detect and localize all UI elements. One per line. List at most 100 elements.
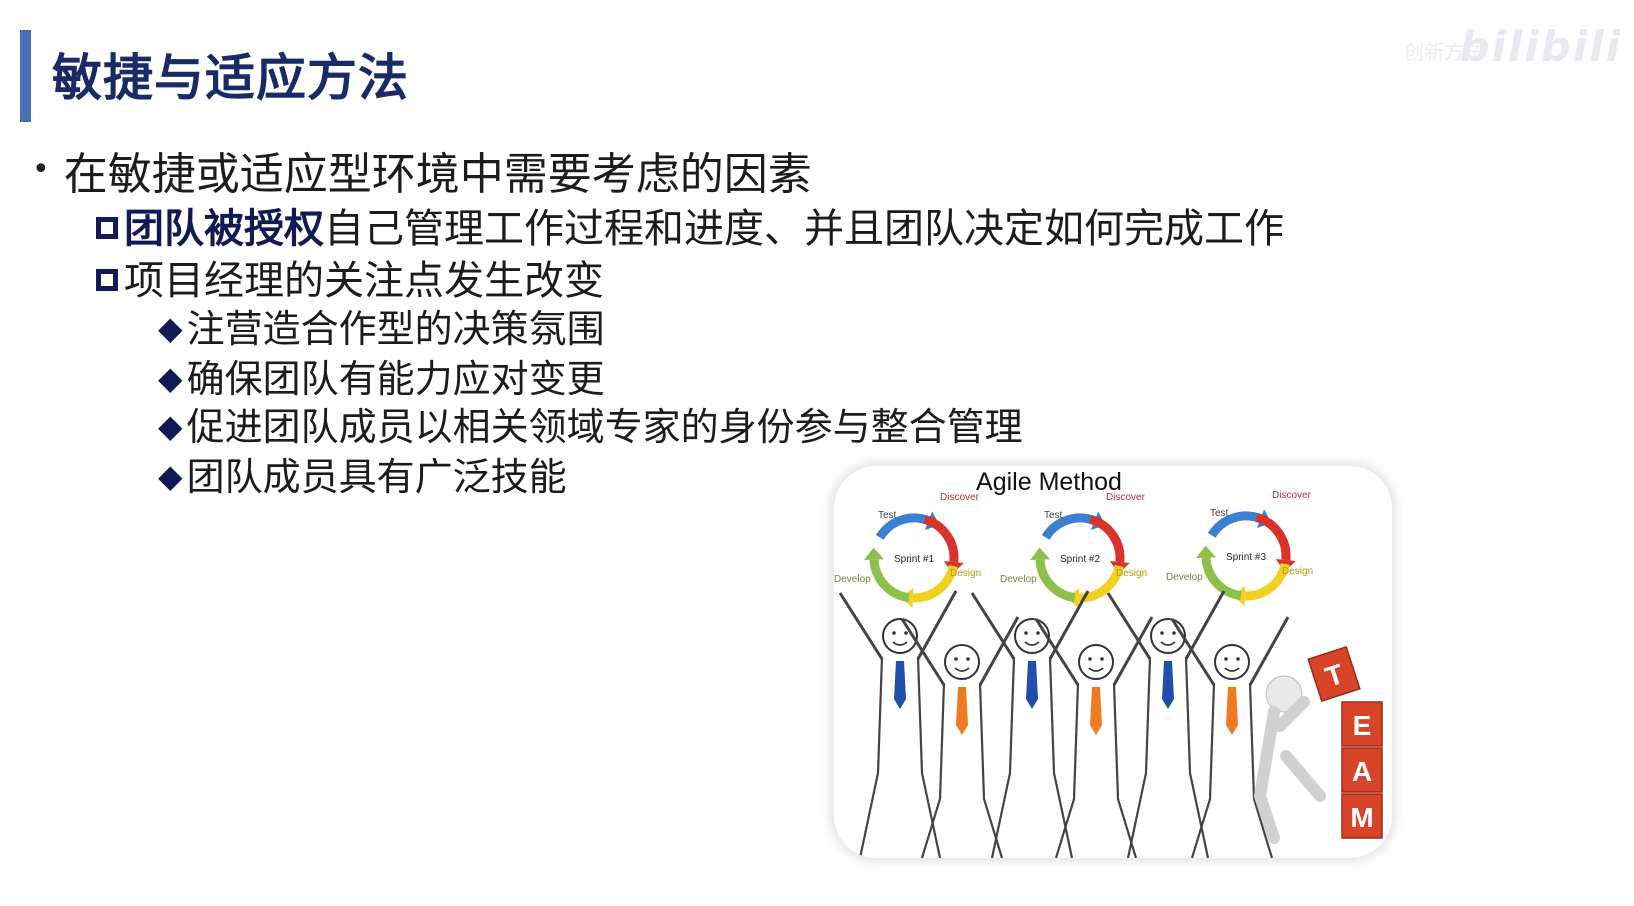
test-arrow [1207,511,1263,538]
person-body [1054,682,1138,858]
person-smile [892,641,908,646]
person-arms [838,590,958,660]
team-block: T [1307,645,1361,703]
person-arms [1106,590,1226,660]
bilibili-watermark: bilibili [1459,22,1622,71]
title-accent-bar [20,30,31,122]
test-label: Test [878,510,897,521]
design-label: Design [950,568,981,579]
person-head [944,644,980,680]
diamond-bullet-icon: ◆ [158,309,183,347]
develop-arrow-head [864,547,885,561]
discover-arrow [1255,513,1291,561]
person-figure [1106,590,1226,858]
discover-arrow [923,515,959,563]
develop-arrow-head [1196,545,1217,559]
square-bullet-icon [96,269,118,291]
test-arrow [1041,513,1097,540]
design-arrow [1078,564,1124,603]
design-label: Design [1282,566,1313,577]
person-tie [956,687,968,735]
person-figure [970,590,1090,858]
discover-label: Discover [940,492,980,503]
person-eye [1088,657,1092,661]
test-label: Test [1210,508,1229,519]
sub-list-item-text: 促进团队成员以相关领域专家的身份参与整合管理 [186,405,1023,449]
sub-list-item: ◆团队成员具有广泛技能 [158,446,567,501]
person-tie [894,661,906,709]
main-bullet-text: 在敏捷或适应型环境中需要考虑的因素 [63,149,812,200]
develop-label: Develop [834,574,871,585]
person-body [1190,682,1274,858]
team-block: E [1341,701,1383,747]
person-eye [966,657,970,661]
white-figure-body [1253,696,1326,844]
main-bullet: • 在敏捷或适应型环境中需要考虑的因素 [32,138,812,202]
sub-list-item-text: 注营造合作型的决策氛围 [186,307,605,351]
person-eye [1236,657,1240,661]
person-head [1150,618,1186,654]
person-eye [1024,631,1028,635]
person-tie [1090,687,1102,735]
person-tie [1226,687,1238,735]
discover-label: Discover [1272,490,1312,501]
list-item-bold: 团队被授权 [124,206,324,252]
test-arrow [875,513,931,540]
figure-title: Agile Method [976,468,1122,496]
develop-arrow [1035,559,1076,603]
person-figure [1170,616,1290,858]
team-block-letter: M [1350,802,1373,833]
design-arrow [912,564,958,603]
person-smile [1160,641,1176,646]
watermark-caption: 创新方法 [1404,40,1484,64]
develop-arrow [1201,557,1242,601]
person-smile [954,667,970,672]
team-block: M [1341,793,1383,839]
person-arms [900,616,1020,686]
team-block-face [1341,747,1383,793]
person-smile [1024,641,1040,646]
square-bullet-icon [96,217,118,239]
person-arms [970,590,1090,660]
list-item: 团队被授权自己管理工作过程和进度、并且团队决定如何完成工作 [96,196,1284,254]
person-figure [1034,616,1154,858]
person-head [1014,618,1050,654]
design-label: Design [1116,568,1147,579]
sprint-label: Sprint #3 [1226,552,1266,563]
sub-list-item: ◆注营造合作型的决策氛围 [158,298,605,353]
diamond-bullet-icon: ◆ [158,407,183,445]
develop-arrow-head [1030,547,1051,561]
develop-arrow [869,559,910,603]
team-block-face [1341,701,1383,747]
person-arms [1170,616,1290,686]
sub-list-item: ◆促进团队成员以相关领域专家的身份参与整合管理 [158,396,1023,451]
team-block-face [1341,793,1383,839]
bullet-dot-icon: • [32,152,50,187]
design-arrow [1244,562,1290,601]
person-tie [1026,661,1038,709]
white-figure-head [1265,675,1303,713]
person-body [858,656,942,858]
person-body [1126,656,1210,858]
person-head [1078,644,1114,680]
develop-label: Develop [1000,574,1037,585]
sub-list-item-text: 团队成员具有广泛技能 [186,455,567,499]
discover-arrow [1089,515,1125,563]
person-eye [954,657,958,661]
person-eye [892,631,896,635]
diamond-bullet-icon: ◆ [158,457,183,495]
team-block: A [1341,747,1383,793]
discover-label: Discover [1106,492,1146,503]
person-eye [1160,631,1164,635]
person-eye [1224,657,1228,661]
person-smile [1224,667,1240,672]
person-figure [838,590,958,858]
team-block-letter: A [1352,756,1372,787]
person-head [1214,644,1250,680]
person-eye [904,631,908,635]
person-tie [1162,661,1174,709]
person-eye [1036,631,1040,635]
agile-illustration-drawing: Sprint #1TestDiscoverDesignDevelopSprint… [834,490,1383,858]
